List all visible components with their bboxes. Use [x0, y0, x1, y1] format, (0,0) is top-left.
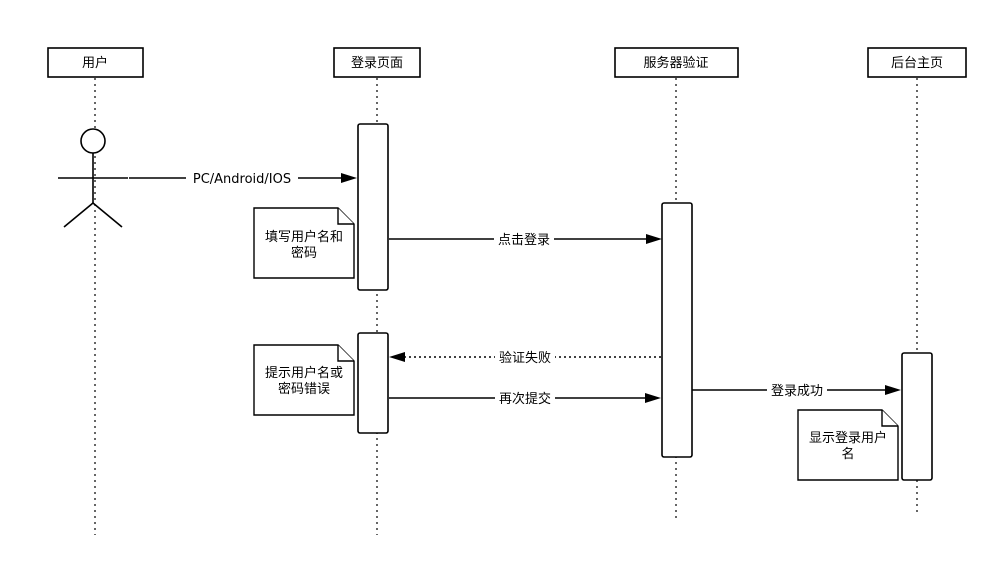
- message-login-success[interactable]: 登录成功: [692, 381, 901, 399]
- participant-server[interactable]: 服务器验证: [614, 47, 739, 78]
- participant-login-page[interactable]: 登录页面: [333, 47, 421, 78]
- participant-login-page-label: 登录页面: [351, 56, 403, 71]
- note-show-username: 显示登录用户 名: [797, 409, 899, 481]
- message-pc-android-ios[interactable]: PC/Android/IOS: [129, 169, 357, 187]
- note-credentials-error-line-2: 密码错误: [278, 381, 330, 397]
- participant-home[interactable]: 后台主页: [867, 47, 967, 78]
- participant-user[interactable]: 用户: [47, 47, 144, 78]
- activation-login-2: [357, 332, 389, 434]
- message-verify-failed[interactable]: 验证失败: [389, 348, 661, 366]
- activation-login-1: [357, 123, 389, 291]
- participant-server-label: 服务器验证: [643, 55, 708, 71]
- activation-home: [901, 352, 933, 481]
- note-show-username-line-2: 名: [841, 446, 854, 462]
- note-credentials-error: 提示用户名或 密码错误: [253, 344, 355, 416]
- note-show-username-line-1: 显示登录用户: [809, 430, 887, 446]
- note-enter-credentials-line-1: 填写用户名和: [265, 229, 343, 245]
- note-credentials-error-line-1: 提示用户名或: [265, 365, 343, 381]
- note-enter-credentials: 填写用户名和 密码: [253, 207, 355, 279]
- message-resubmit-label: 再次提交: [499, 391, 551, 407]
- note-enter-credentials-line-2: 密码: [291, 245, 317, 261]
- participant-user-label: 用户: [82, 55, 108, 71]
- message-pc-android-ios-label: PC/Android/IOS: [193, 172, 291, 187]
- participant-home-label: 后台主页: [891, 56, 943, 71]
- actor-icon: [58, 128, 128, 228]
- activation-server: [661, 202, 693, 458]
- message-click-login[interactable]: 点击登录: [389, 230, 662, 248]
- message-verify-failed-label: 验证失败: [499, 350, 551, 366]
- message-login-success-label: 登录成功: [771, 384, 823, 399]
- message-resubmit[interactable]: 再次提交: [389, 389, 661, 407]
- message-click-login-label: 点击登录: [498, 233, 550, 248]
